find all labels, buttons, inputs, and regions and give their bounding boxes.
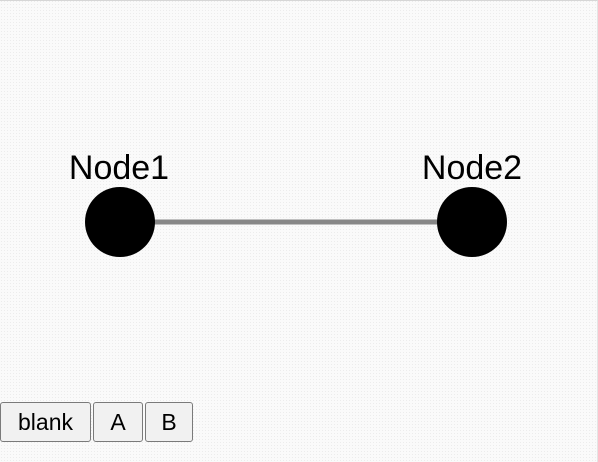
node-node1[interactable]: Node1 [69,149,169,257]
node-node2[interactable]: Node2 [422,149,522,257]
node2-circle[interactable] [437,187,507,257]
node1-circle[interactable] [85,187,155,257]
b-button[interactable]: B [145,402,193,442]
a-button[interactable]: A [93,402,143,442]
toolbar: blank A B [0,402,193,442]
blank-button[interactable]: blank [0,402,91,442]
node2-label: Node2 [422,149,522,187]
node1-label: Node1 [69,149,169,187]
